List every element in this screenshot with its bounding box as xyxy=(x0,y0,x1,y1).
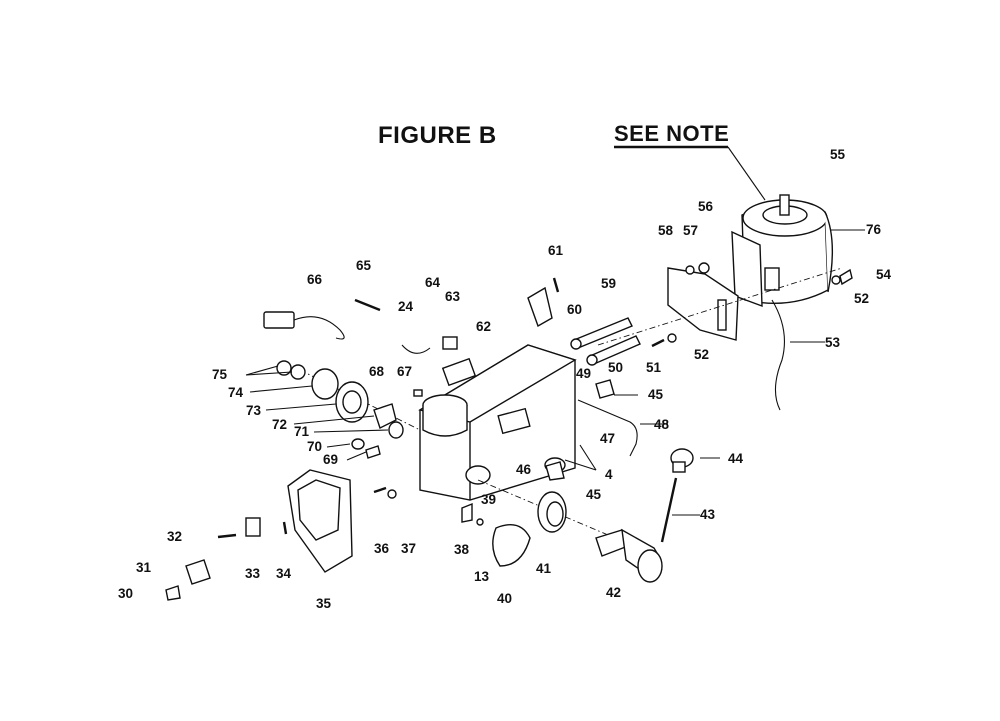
collar-41 xyxy=(537,491,567,533)
part-label: 39 xyxy=(481,492,497,507)
part-68 xyxy=(413,389,423,397)
nut-56 xyxy=(698,262,710,274)
part-label: 64 xyxy=(425,275,441,290)
part-label: 24 xyxy=(398,299,414,314)
motor-cord xyxy=(771,299,785,411)
part-label: 45 xyxy=(648,387,664,402)
part-label: 52 xyxy=(854,291,870,306)
part-label: 51 xyxy=(646,360,662,375)
leader-lines xyxy=(245,229,865,516)
part-label: 31 xyxy=(136,560,152,575)
part-label: 48 xyxy=(654,417,670,432)
screw-61 xyxy=(552,277,560,293)
see-note-label: SEE NOTE xyxy=(614,121,730,146)
part-label: 32 xyxy=(167,529,183,544)
motor-centerline xyxy=(597,267,843,346)
head-casting xyxy=(418,344,577,501)
part-label: 66 xyxy=(307,272,323,287)
part-label: 50 xyxy=(608,360,624,375)
part-label: 58 xyxy=(658,223,674,238)
part-label: 13 xyxy=(474,569,490,584)
figure-title: FIGURE B xyxy=(378,122,497,149)
plate-62 xyxy=(441,357,477,387)
part-label: 53 xyxy=(825,335,841,350)
part-label: 67 xyxy=(397,364,413,379)
part-label: 35 xyxy=(316,596,332,611)
screw-36 xyxy=(373,486,387,494)
part-69 xyxy=(365,445,381,459)
pulley-assembly xyxy=(276,360,404,450)
part-label: 38 xyxy=(454,542,470,557)
part-label: 47 xyxy=(600,431,616,446)
part-label: 41 xyxy=(536,561,552,576)
part-label: 33 xyxy=(245,566,261,581)
part-label: 37 xyxy=(401,541,417,556)
part-label: 71 xyxy=(294,424,310,439)
lever-48 xyxy=(577,399,638,457)
part-label: 55 xyxy=(830,147,846,162)
power-cord xyxy=(263,311,345,340)
part-13 xyxy=(476,518,484,526)
washer-52-lower xyxy=(667,333,677,343)
part-label: 62 xyxy=(476,319,492,334)
key-24 xyxy=(401,344,431,354)
part-30 xyxy=(165,585,181,601)
screw-34 xyxy=(282,521,288,535)
part-label: 36 xyxy=(374,541,390,556)
part-label: 45 xyxy=(586,487,602,502)
part-label: 30 xyxy=(118,586,134,601)
screw-32 xyxy=(217,533,237,539)
bolt-51 xyxy=(651,338,665,348)
part-label: 70 xyxy=(307,439,323,454)
part-label: 54 xyxy=(876,267,892,282)
part-label: 61 xyxy=(548,243,564,258)
handle-45-upper xyxy=(595,379,615,399)
note-leader-line xyxy=(727,146,766,201)
part-label: 63 xyxy=(445,289,461,304)
handle-45-lower xyxy=(545,461,565,481)
washer-37 xyxy=(387,489,397,499)
part-label: 60 xyxy=(567,302,583,317)
pulley-centerline xyxy=(299,369,421,431)
part-label: 40 xyxy=(497,591,513,606)
motor-rods xyxy=(570,317,641,366)
motor xyxy=(731,194,834,411)
rod-43 xyxy=(660,477,678,543)
part-label: 59 xyxy=(601,276,617,291)
washer-57 xyxy=(685,265,695,275)
belt-guard xyxy=(287,469,353,573)
part-label: 56 xyxy=(698,199,714,214)
spindle-42 xyxy=(595,528,663,583)
part-label: 68 xyxy=(369,364,385,379)
part-label: 49 xyxy=(576,366,592,381)
part-label: 43 xyxy=(700,507,716,522)
part-label: 73 xyxy=(246,403,262,418)
part-31 xyxy=(185,559,211,585)
part-label: 34 xyxy=(276,566,292,581)
part-label: 52 xyxy=(694,347,710,362)
part-33 xyxy=(245,517,261,537)
part-label: 72 xyxy=(272,417,288,432)
screw-54 xyxy=(839,268,853,286)
bracket-60 xyxy=(527,286,553,328)
part-label: 44 xyxy=(728,451,744,466)
part-label: 42 xyxy=(606,585,622,600)
part-label: 57 xyxy=(683,223,699,238)
part-label: 4 xyxy=(605,467,613,482)
switch-63 xyxy=(442,336,458,350)
part-label: 76 xyxy=(866,222,882,237)
part-label: 74 xyxy=(228,385,244,400)
bracket-slot xyxy=(717,299,727,331)
ring-40 xyxy=(492,524,531,567)
part-label: 69 xyxy=(323,452,339,467)
knob-44 xyxy=(670,448,694,473)
washer-52-right xyxy=(831,275,841,285)
part-label: 75 xyxy=(212,367,228,382)
part-38 xyxy=(461,502,473,523)
part-label: 46 xyxy=(516,462,532,477)
part-label: 65 xyxy=(356,258,372,273)
screw-65 xyxy=(354,298,381,312)
